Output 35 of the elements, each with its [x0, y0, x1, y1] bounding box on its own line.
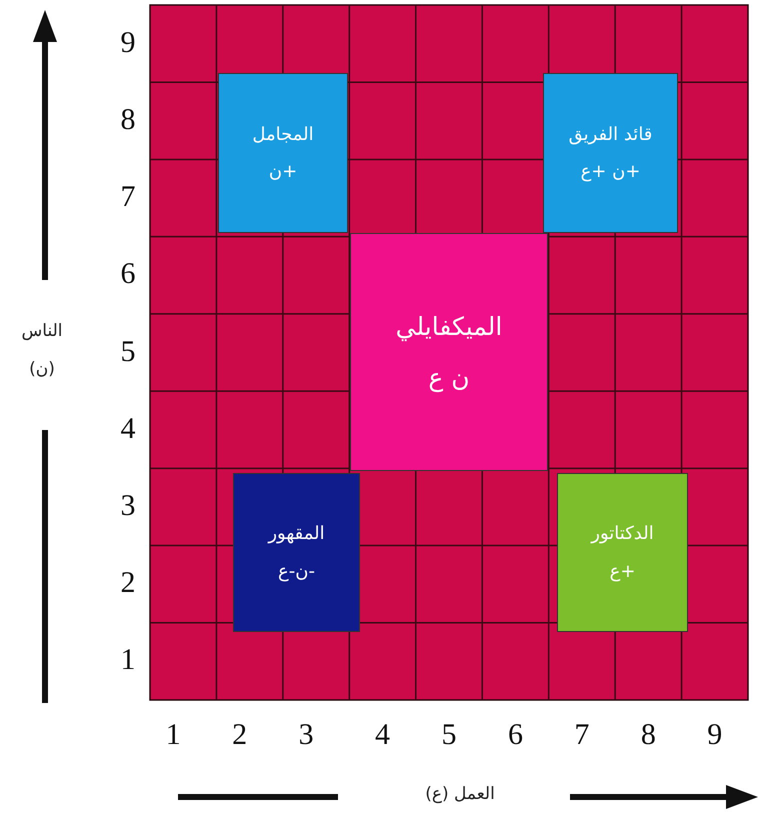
axis-number: 2 — [231, 720, 248, 750]
axis-number: 1 — [120, 645, 136, 676]
style-code: +ن — [268, 161, 298, 182]
axis-number: 6 — [120, 259, 136, 290]
axis-number: 8 — [120, 104, 136, 135]
axis-title: العمل (ع) — [424, 784, 496, 804]
axis-number: 7 — [120, 182, 136, 212]
style-code: ن ع — [428, 363, 470, 392]
style-name: الميكفايلي — [396, 312, 502, 341]
style-name: المقهور — [268, 523, 325, 544]
axis-number: 3 — [298, 720, 315, 750]
axis-number: 1 — [164, 720, 182, 750]
quadrant-box — [557, 473, 688, 632]
style-code: +ع — [610, 560, 636, 582]
axis-number: 9 — [706, 720, 724, 750]
style-code: -ن-ع — [278, 560, 315, 582]
axis-number: 7 — [573, 720, 590, 750]
axis-number: 4 — [374, 720, 392, 750]
axis-number: 8 — [640, 720, 657, 750]
style-code: +ن +ع — [580, 161, 640, 182]
style-name: قائد الفريق — [568, 124, 652, 145]
style-name: الدكتاتور — [591, 523, 654, 544]
axis-number: 9 — [120, 28, 136, 58]
axis-number: 5 — [440, 720, 458, 750]
axis-title: الناس (ن) — [20, 320, 64, 381]
axis-number: 2 — [120, 568, 136, 598]
quadrant-box — [233, 473, 360, 632]
axis-number: 3 — [120, 490, 136, 521]
style-name: المجامل — [252, 124, 314, 145]
axis-number: 6 — [506, 720, 524, 750]
axis-number: 4 — [120, 414, 136, 444]
quadrant-box — [543, 73, 678, 233]
quadrant-box — [218, 73, 348, 233]
quadrant-box — [350, 233, 548, 471]
axis-number: 5 — [120, 336, 136, 366]
